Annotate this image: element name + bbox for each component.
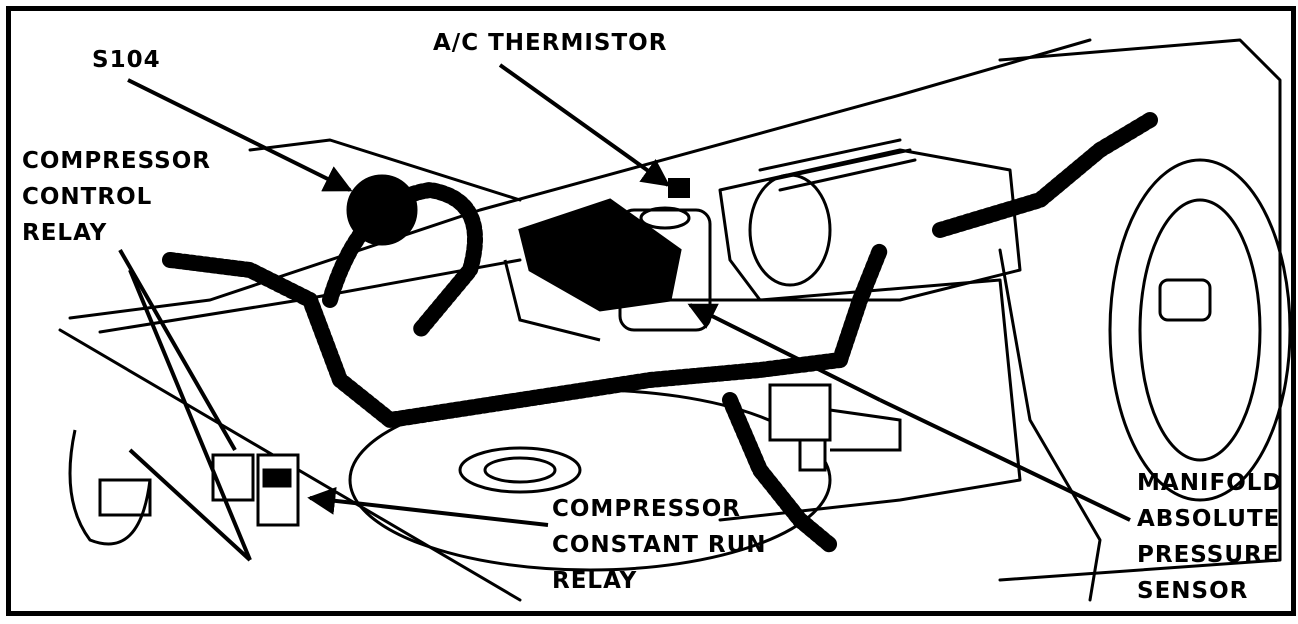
- label-s104: S104: [92, 42, 161, 78]
- fender-line: [68, 38, 1092, 320]
- leader-ac-thermistor: [498, 63, 671, 187]
- battery: [503, 198, 682, 342]
- leader-compressor-control-relay-a: [118, 249, 237, 451]
- label-compressor-constant-run-relay: COMPRESSOR CONSTANT RUN RELAY: [552, 491, 767, 599]
- fender-line: [248, 138, 522, 202]
- brake-booster: [1108, 158, 1292, 502]
- left-detail-connector: [68, 429, 152, 546]
- air-cleaner-cap: [458, 446, 582, 494]
- label-line: RELAY: [552, 568, 638, 594]
- label-line: COMPRESSOR: [552, 496, 741, 522]
- label-line: CONTROL: [22, 184, 153, 210]
- leader-map-sensor-a: [879, 398, 1131, 522]
- label-line: ABSOLUTE: [1137, 506, 1281, 532]
- firewall: [998, 38, 1282, 582]
- intake-plenum: [718, 148, 1022, 302]
- leader-compressor-control-relay-c: [128, 448, 252, 562]
- leader-constant-run-relay: [307, 486, 549, 527]
- brake-booster-inner: [1138, 198, 1262, 462]
- label-ac-thermistor-text: A/C THERMISTOR: [433, 30, 668, 56]
- label-manifold-absolute-pressure-sensor: MANIFOLD ABSOLUTE PRESSURE SENSOR: [1137, 465, 1283, 609]
- manifold-ribs: [758, 138, 917, 192]
- leader-s104: [127, 78, 353, 192]
- strut-tower: [998, 248, 1102, 602]
- leader-compressor-control-relay-b: [128, 269, 252, 561]
- diagram-frame: [6, 6, 1296, 616]
- wiring-harness: [322, 182, 483, 338]
- wiring-harness: [832, 242, 888, 368]
- label-line: COMPRESSOR: [22, 148, 211, 174]
- throttle-body: [748, 173, 832, 287]
- wiring-harness: [932, 112, 1158, 238]
- label-line: SENSOR: [1137, 578, 1249, 604]
- map-sensor: [768, 383, 902, 472]
- label-line: MANIFOLD: [1137, 470, 1283, 496]
- label-line: PRESSURE: [1137, 542, 1280, 568]
- reservoir-cap: [639, 206, 691, 230]
- ac-thermistor: [668, 178, 690, 198]
- air-cleaner-cap-inner: [483, 456, 557, 484]
- wiring-harness: [162, 252, 848, 428]
- compressor-control-relay: [211, 453, 255, 502]
- label-ac-thermistor: A/C THERMISTOR: [433, 25, 667, 61]
- leader-map-sensor-b: [687, 303, 881, 402]
- harness-core: [169, 258, 841, 422]
- engine-block: [598, 278, 1022, 522]
- master-cylinder: [1158, 278, 1212, 322]
- label-compressor-control-relay: COMPRESSOR CONTROL RELAY: [22, 143, 211, 251]
- compressor-constant-run-relay: [256, 453, 300, 527]
- label-line: CONSTANT RUN: [552, 532, 767, 558]
- label-s104-text: S104: [92, 47, 161, 73]
- harness-core: [728, 399, 831, 547]
- label-line: RELAY: [22, 220, 108, 246]
